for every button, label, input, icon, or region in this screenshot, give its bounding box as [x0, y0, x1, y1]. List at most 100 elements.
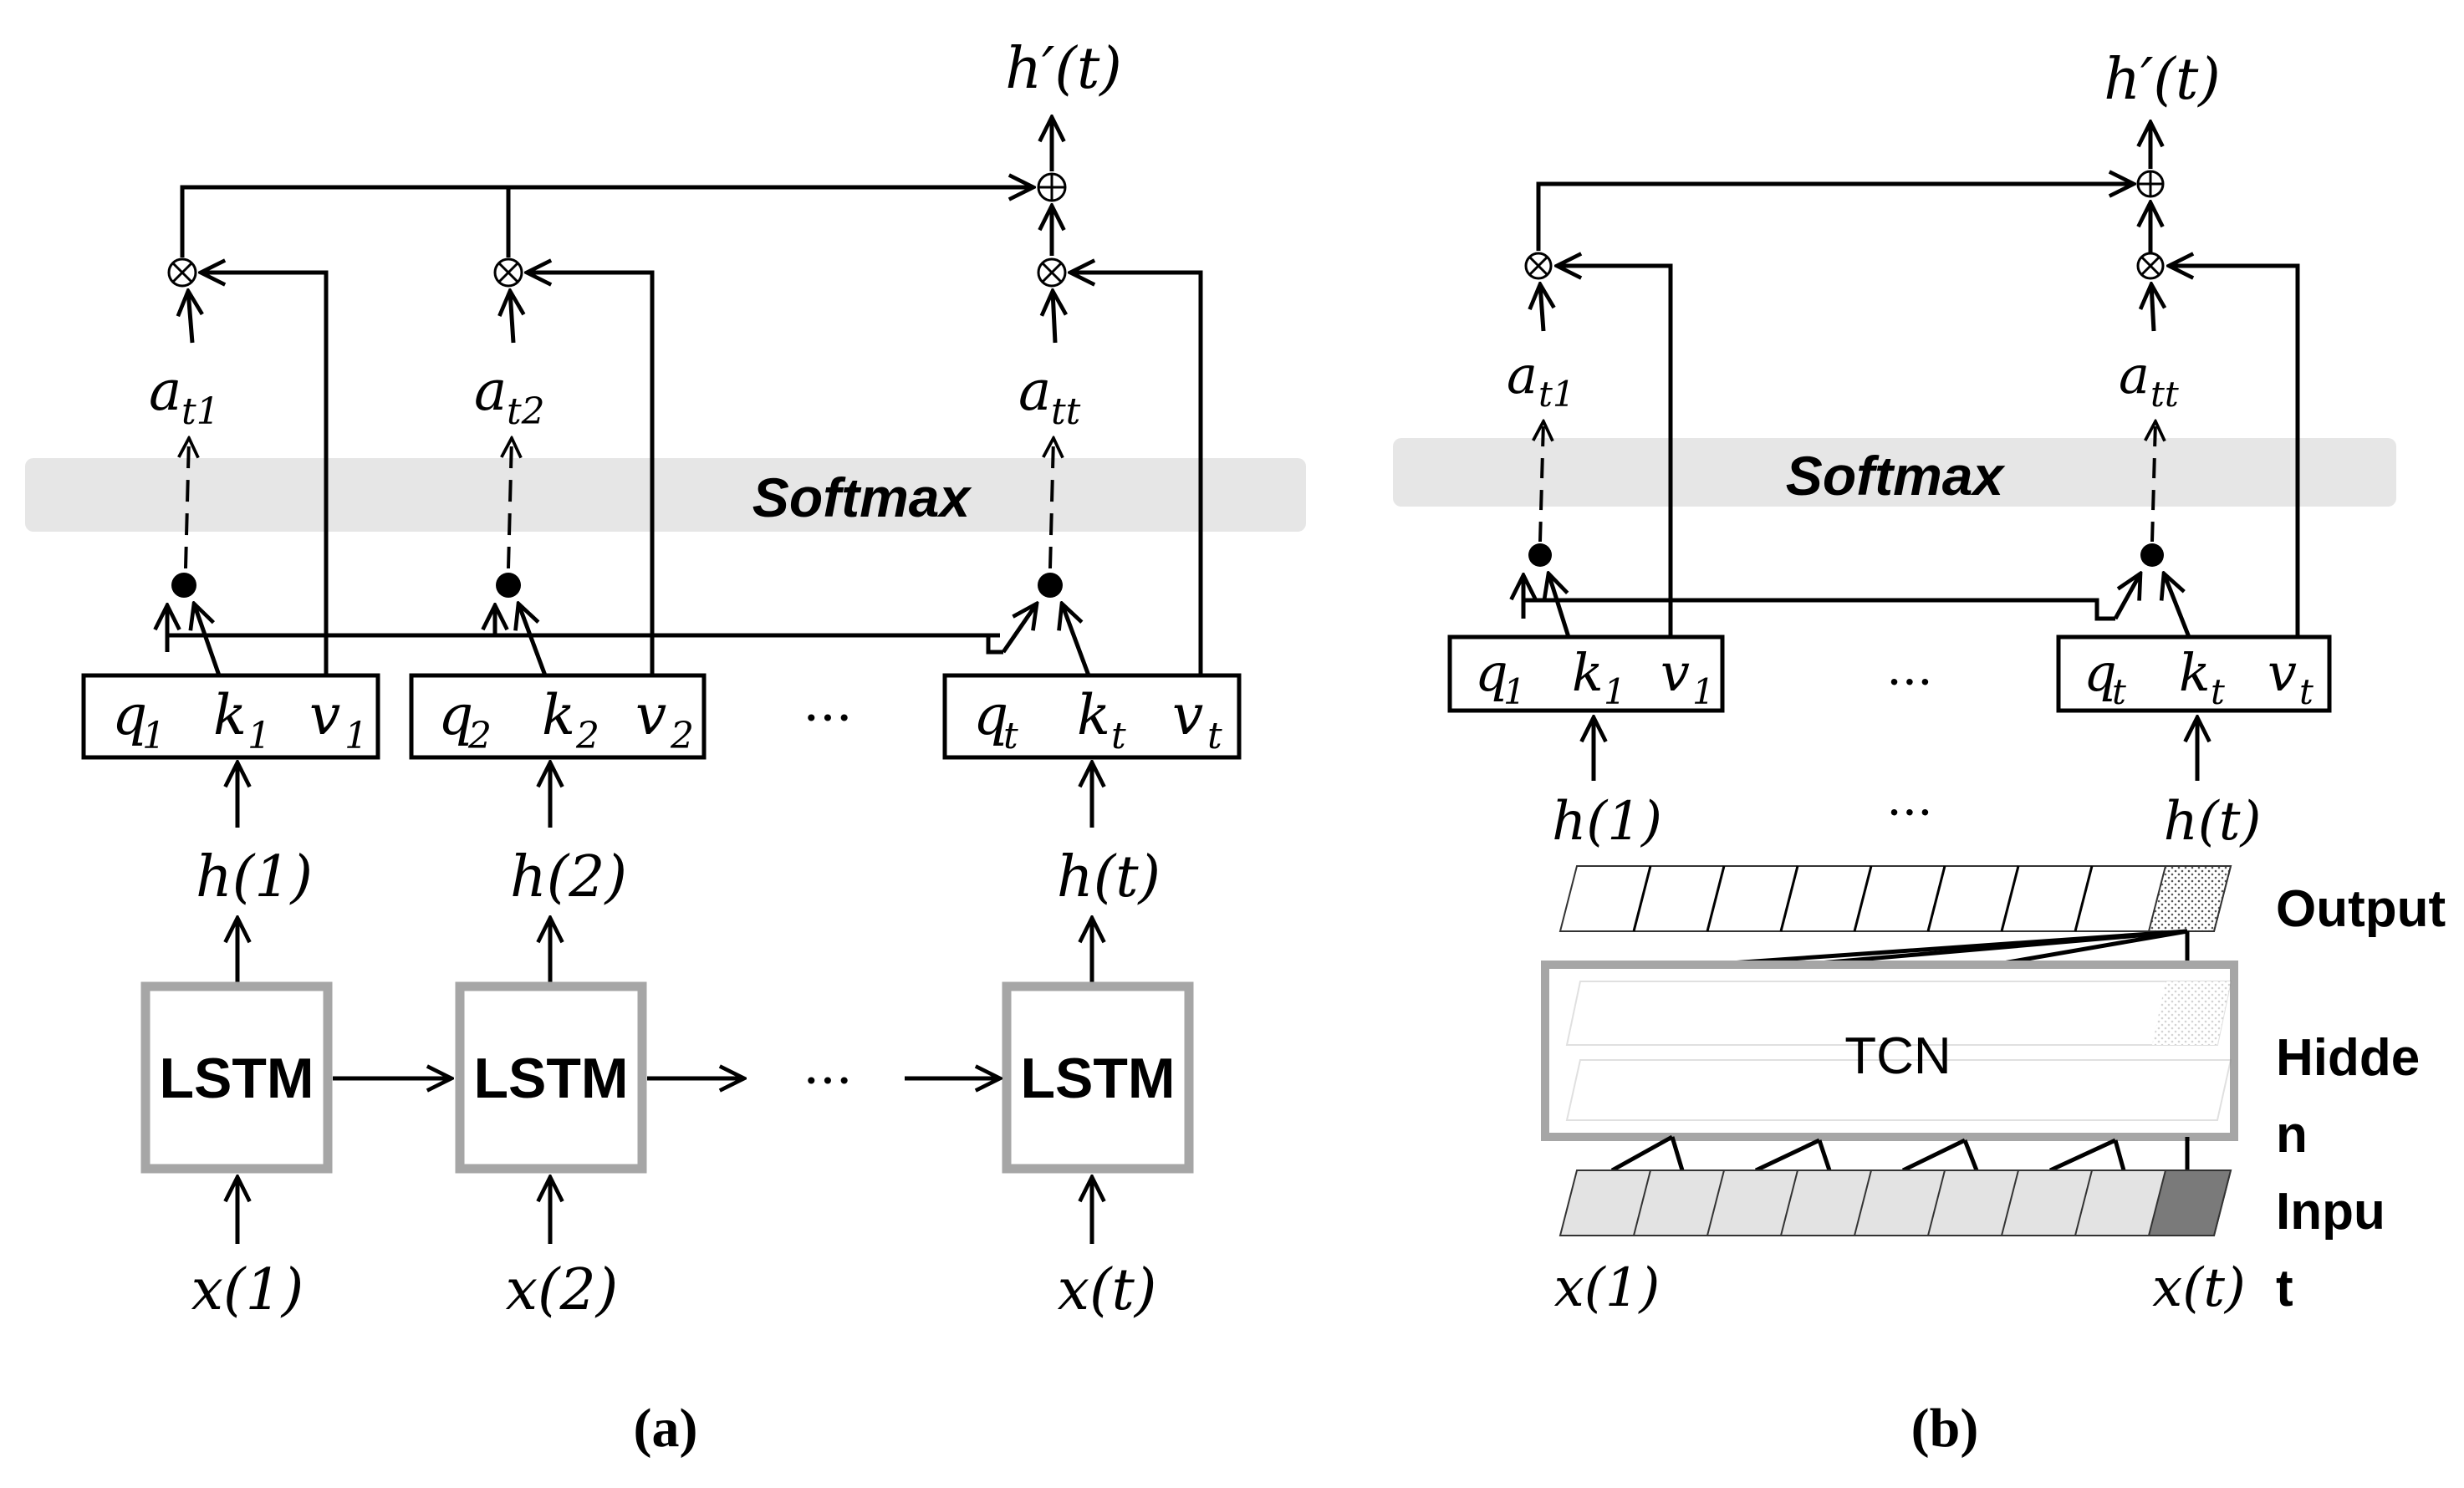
- svg-text:2: 2: [670, 715, 694, 757]
- sum-node-b: [2136, 170, 2165, 198]
- svg-text:t1: t1: [1538, 374, 1575, 415]
- svg-text:t: t: [1111, 715, 1126, 757]
- svg-text:q: q: [438, 683, 473, 747]
- dot-node-a1: [171, 573, 196, 598]
- svg-text:k: k: [542, 683, 575, 747]
- svg-text:t: t: [1207, 715, 1222, 757]
- layer-label-output: Output: [2276, 880, 2446, 938]
- lstm-cell-a2: LSTM: [455, 981, 647, 1174]
- svg-text:k: k: [1572, 642, 1604, 703]
- tcn-input-row: [1558, 1170, 2232, 1236]
- ellipsis-a-bottom: ···: [803, 1050, 852, 1111]
- svg-text:LSTM: LSTM: [1020, 1047, 1175, 1110]
- softmax-label-b: Softmax: [1786, 445, 2006, 507]
- svg-text:1: 1: [142, 715, 166, 757]
- softmax-band-b: [1393, 438, 2396, 507]
- input-b2: x(t): [2152, 1257, 2246, 1319]
- output-label-b: h′(t): [2104, 47, 2221, 113]
- dot-node-b1: [1528, 543, 1552, 567]
- svg-text:t1: t1: [181, 390, 220, 433]
- mult-node-a1: [167, 257, 197, 288]
- svg-text:a: a: [474, 359, 507, 423]
- attention-weight-a2: a t2: [474, 359, 545, 433]
- softmax-band-a: [25, 458, 1306, 532]
- svg-text:t: t: [2112, 671, 2126, 712]
- svg-text:LSTM: LSTM: [159, 1047, 314, 1110]
- svg-text:k: k: [2179, 642, 2211, 703]
- svg-text:q: q: [1475, 642, 1508, 703]
- ellipsis-b-mid: ···: [1886, 784, 1932, 841]
- svg-text:t2: t2: [507, 390, 545, 433]
- sum-node-a: [1037, 172, 1067, 202]
- svg-text:v: v: [635, 683, 666, 747]
- svg-text:k: k: [213, 683, 247, 747]
- svg-text:t: t: [1003, 715, 1018, 757]
- qkv-box-a3: [942, 673, 1242, 760]
- svg-text:2: 2: [467, 715, 492, 757]
- lstm-cell-a1: LSTM: [140, 981, 333, 1174]
- hidden-state-a1: h(1): [196, 844, 313, 910]
- layer-label-hidden-1: Hidde: [2276, 1029, 2420, 1087]
- tcn-block: TCN: [1541, 961, 2238, 1141]
- mult-node-a2: [493, 257, 523, 288]
- qkv-box-b1: [1447, 634, 1725, 713]
- svg-text:2: 2: [575, 715, 599, 757]
- input-a2: x(2): [506, 1257, 619, 1323]
- svg-text:LSTM: LSTM: [473, 1047, 628, 1110]
- svg-text:k: k: [1077, 683, 1110, 747]
- svg-text:v: v: [2268, 642, 2297, 703]
- svg-text:1: 1: [1692, 671, 1715, 712]
- svg-text:1: 1: [1503, 671, 1526, 712]
- svg-text:a: a: [1507, 344, 1538, 405]
- panel-a: Softmax h′(t): [25, 36, 1306, 1459]
- svg-text:tt: tt: [2150, 374, 2179, 415]
- caption-b: (b): [1911, 1398, 1979, 1459]
- lstm-cell-a3: LSTM: [1002, 981, 1194, 1174]
- svg-text:q: q: [112, 683, 147, 747]
- svg-text:v: v: [1661, 642, 1690, 703]
- mult-node-a3: [1037, 257, 1067, 288]
- input-b1: x(1): [1554, 1257, 1661, 1319]
- svg-text:t: t: [2211, 671, 2225, 712]
- dot-node-b2: [2140, 543, 2164, 567]
- hidden-state-a3: h(t): [1057, 844, 1161, 910]
- mult-node-b1: [1524, 252, 1553, 280]
- svg-text:a: a: [2119, 344, 2150, 405]
- svg-text:q: q: [973, 683, 1008, 747]
- qkv-labels-a3: q t k t v t: [973, 683, 1222, 757]
- softmax-label-a: Softmax: [752, 466, 972, 528]
- output-label-a: h′(t): [1005, 36, 1122, 102]
- attention-weight-a1: a t1: [149, 359, 220, 433]
- attention-weight-a3: a tt: [1018, 359, 1081, 433]
- tcn-output-row: [1558, 865, 2232, 932]
- ellipsis-a-top: ···: [803, 687, 852, 748]
- qkv-labels-a1: q 1 k 1 v 1: [112, 683, 368, 757]
- hidden-state-b2: h(t): [2164, 791, 2262, 853]
- caption-a: (a): [634, 1398, 698, 1459]
- qkv-labels-a2: q 2 k 2 v 2: [438, 683, 694, 757]
- hidden-state-b1: h(1): [1552, 791, 1662, 853]
- dot-node-a3: [1038, 573, 1063, 598]
- input-a3: x(t): [1058, 1257, 1157, 1323]
- svg-text:1: 1: [247, 715, 271, 757]
- tcn-label: TCN: [1844, 1027, 1951, 1085]
- qkv-labels-b1: q 1 k 1 v 1: [1475, 642, 1715, 712]
- svg-text:q: q: [2084, 642, 2117, 703]
- qkv-box-a2: [409, 673, 707, 760]
- svg-text:v: v: [1172, 683, 1203, 747]
- mult-node-b2: [2136, 252, 2165, 280]
- tcn-input-connections: [1610, 1134, 2190, 1173]
- ellipsis-b-top: ···: [1886, 654, 1932, 711]
- layer-label-hidden-2: n: [2276, 1106, 2308, 1164]
- qkv-box-b2: [2056, 634, 2332, 713]
- svg-text:t: t: [2299, 671, 2314, 712]
- layer-label-input-1: Inpu: [2276, 1183, 2385, 1241]
- svg-text:v: v: [309, 683, 340, 747]
- dot-node-a2: [496, 573, 521, 598]
- qkv-labels-b2: q t k t v t: [2084, 642, 2314, 712]
- svg-text:1: 1: [344, 715, 368, 757]
- svg-text:1: 1: [1604, 671, 1626, 712]
- attention-weight-b2: a tt: [2119, 344, 2179, 415]
- panel-b: Softmax h′(t) a t1 a: [1393, 47, 2446, 1459]
